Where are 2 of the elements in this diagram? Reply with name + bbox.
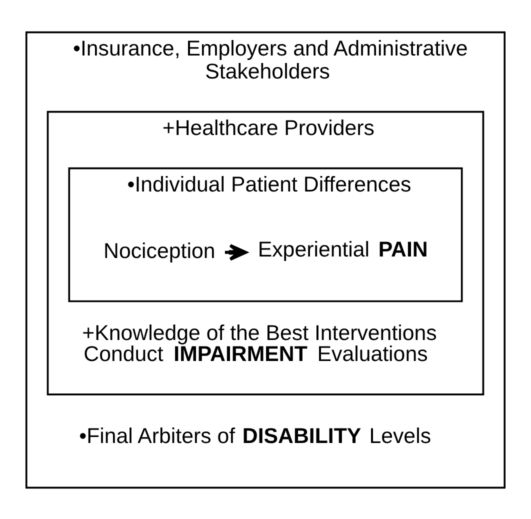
node-text: Nociception [104,238,216,263]
node-text: Experiential PAIN [258,236,428,261]
